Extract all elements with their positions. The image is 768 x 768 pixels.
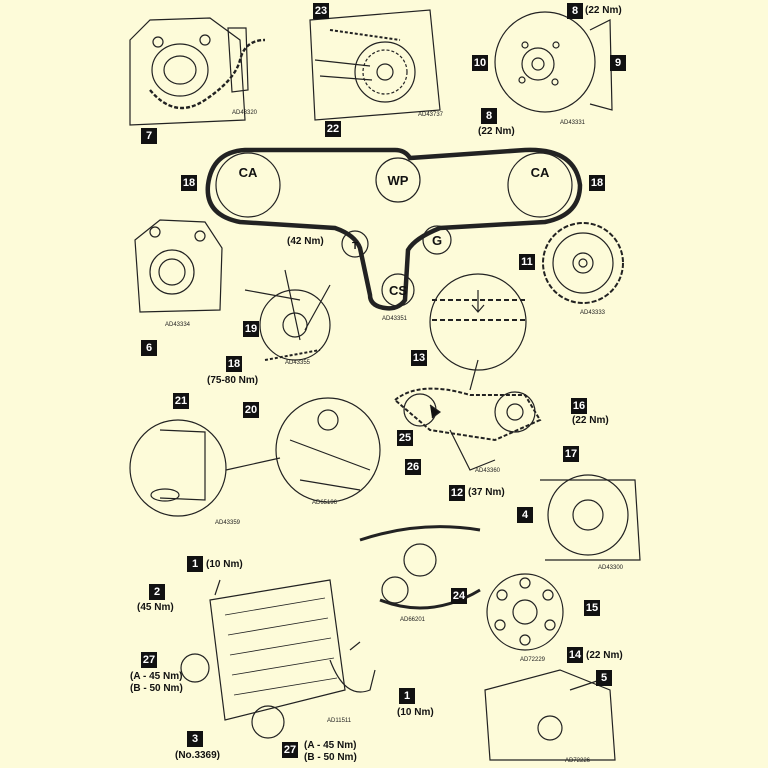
callout-18-mid: 18 (226, 356, 242, 372)
sketch-sprocket (542, 222, 624, 304)
ref-code: AD43351 (382, 316, 408, 322)
callout-7: 7 (141, 128, 157, 144)
torque-14: (22 Nm) (586, 650, 623, 661)
torque-tensioner: (42 Nm) (287, 236, 324, 247)
sketch-camshaft-tool (309, 9, 441, 121)
ref-code: AD43320 (232, 110, 258, 116)
timing-belt-layout (205, 147, 583, 311)
ref-code: AD72226 (565, 758, 591, 764)
ref-code: AD43334 (165, 322, 191, 328)
torque-27a-top: (A - 45 Nm) (130, 671, 183, 682)
callout-18-right: 18 (589, 175, 605, 191)
callout-17: 17 (563, 446, 579, 462)
callout-6: 6 (141, 340, 157, 356)
ref-code: AD43355 (285, 360, 311, 366)
torque-1-bottom: (10 Nm) (397, 707, 434, 718)
sketch-belt-install (359, 525, 481, 610)
ref-code: AD43300 (598, 565, 624, 571)
torque-18: (75-80 Nm) (207, 375, 259, 386)
sketch-radiator (180, 579, 376, 739)
callout-16: 16 (571, 398, 587, 414)
ref-code: AD65196 (312, 500, 338, 506)
sketch-oil-filler (129, 17, 266, 126)
pulley-label-tensioner: T (352, 241, 358, 252)
callout-23: 23 (313, 3, 329, 19)
sketch-pulley-mark (540, 474, 641, 561)
sketch-tensioner (393, 387, 542, 471)
callout-24: 24 (451, 588, 467, 604)
pulley-label-ca-right: CA (531, 165, 550, 180)
torque-27b-bottom: (B - 50 Nm) (304, 752, 357, 763)
pulley-label-ca-left: CA (239, 165, 258, 180)
torque-1-top: (10 Nm) (206, 559, 243, 570)
ref-code: AD43331 (560, 120, 586, 126)
torque-8-top: (22 Nm) (585, 5, 622, 16)
callout-25: 25 (397, 430, 413, 446)
callout-5: 5 (596, 670, 612, 686)
callout-14: 14 (567, 647, 583, 663)
torque-12: (37 Nm) (468, 487, 505, 498)
ref-code: AD43737 (418, 112, 444, 118)
ref-code: AD11511 (327, 718, 352, 724)
ref-code: AD43360 (475, 468, 501, 474)
torque-2: (45 Nm) (137, 602, 174, 613)
ref-code: AD43333 (580, 310, 606, 316)
callout-18-left: 18 (181, 175, 197, 191)
callout-11: 11 (519, 254, 535, 270)
torque-3: (No.3369) (175, 750, 221, 761)
callout-15: 15 (584, 600, 600, 616)
ref-code: AD66201 (400, 617, 426, 623)
ref-code: AD72229 (520, 657, 546, 663)
torque-8-bottom: (22 Nm) (478, 126, 515, 137)
callout-2: 2 (149, 584, 165, 600)
callout-12: 12 (449, 485, 465, 501)
sketch-engine-detail (275, 397, 381, 503)
callout-20: 20 (243, 402, 259, 418)
callout-1-bottom: 1 (399, 688, 415, 704)
sketch-detail-zoom (129, 419, 281, 517)
sketch-timing-mark-detail (429, 273, 527, 391)
callout-13: 13 (411, 350, 427, 366)
callout-22: 22 (325, 121, 341, 137)
callout-27-top: 27 (141, 652, 157, 668)
callout-21: 21 (173, 393, 189, 409)
callout-3: 3 (187, 731, 203, 747)
callout-4: 4 (517, 507, 533, 523)
pulley-label-idler: G (432, 233, 442, 248)
callout-19: 19 (243, 321, 259, 337)
sketch-cam-cover (134, 219, 223, 313)
torque-16: (22 Nm) (572, 415, 609, 426)
pulley-label-water-pump: WP (388, 173, 409, 188)
callout-8-bottom: 8 (481, 108, 497, 124)
torque-27b-top: (B - 50 Nm) (130, 683, 183, 694)
callout-8-top: 8 (567, 3, 583, 19)
callout-26: 26 (405, 459, 421, 475)
callout-10: 10 (472, 55, 488, 71)
callout-27-bottom: 27 (282, 742, 298, 758)
torque-27a-bottom: (A - 45 Nm) (304, 740, 357, 751)
sketch-engine-mount (484, 669, 616, 761)
sketch-crank-pulley (244, 269, 331, 361)
callout-9: 9 (610, 55, 626, 71)
sketch-wheel-bolts (486, 573, 564, 651)
sketch-hub-bolts (494, 11, 613, 113)
ref-code: AD43359 (215, 520, 241, 526)
callout-1-top: 1 (187, 556, 203, 572)
pulley-label-crankshaft: CS (389, 283, 407, 298)
